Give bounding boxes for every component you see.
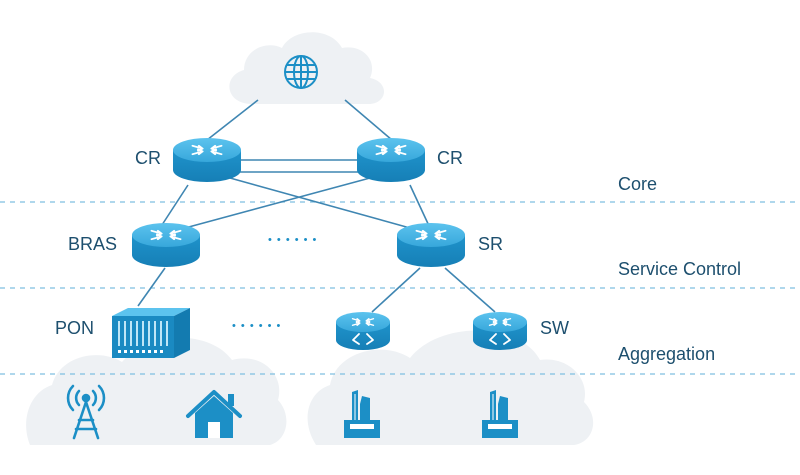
- router-sr[interactable]: [397, 223, 465, 267]
- router-bras[interactable]: [132, 223, 200, 267]
- globe-icon: [284, 55, 318, 89]
- switch-left[interactable]: [336, 312, 390, 350]
- router-cr-right[interactable]: [357, 138, 425, 182]
- switch-right[interactable]: [473, 312, 527, 350]
- wireless-tower-icon: [66, 384, 106, 440]
- layer-label-service-control: Service Control: [618, 259, 742, 279]
- node-label-sw: SW: [540, 318, 569, 338]
- node-label-sr: SR: [478, 234, 504, 254]
- olt-chassis-icon[interactable]: [112, 308, 190, 358]
- enterprise-building-icon: [482, 390, 518, 438]
- router-cr-left[interactable]: [173, 138, 241, 182]
- layer-label-aggregation: Aggregation: [618, 344, 716, 364]
- internet-cloud: [229, 32, 385, 104]
- ellipsis-aggregation-layer: • • • • • •: [232, 320, 282, 332]
- enterprise-building-icon: [344, 390, 380, 438]
- links: [137, 99, 496, 313]
- node-label-cr-right: CR: [437, 148, 463, 168]
- layer-label-core: Core: [618, 174, 658, 194]
- node-label-cr-left: CR: [135, 148, 161, 168]
- node-label-pon: PON: [55, 318, 95, 338]
- layer-dividers: [0, 201, 800, 375]
- node-label-bras: BRAS: [68, 234, 118, 254]
- home-icon: [186, 390, 242, 438]
- ellipsis-service-layer: • • • • • •: [268, 234, 318, 246]
- access-cloud-right: [307, 330, 594, 445]
